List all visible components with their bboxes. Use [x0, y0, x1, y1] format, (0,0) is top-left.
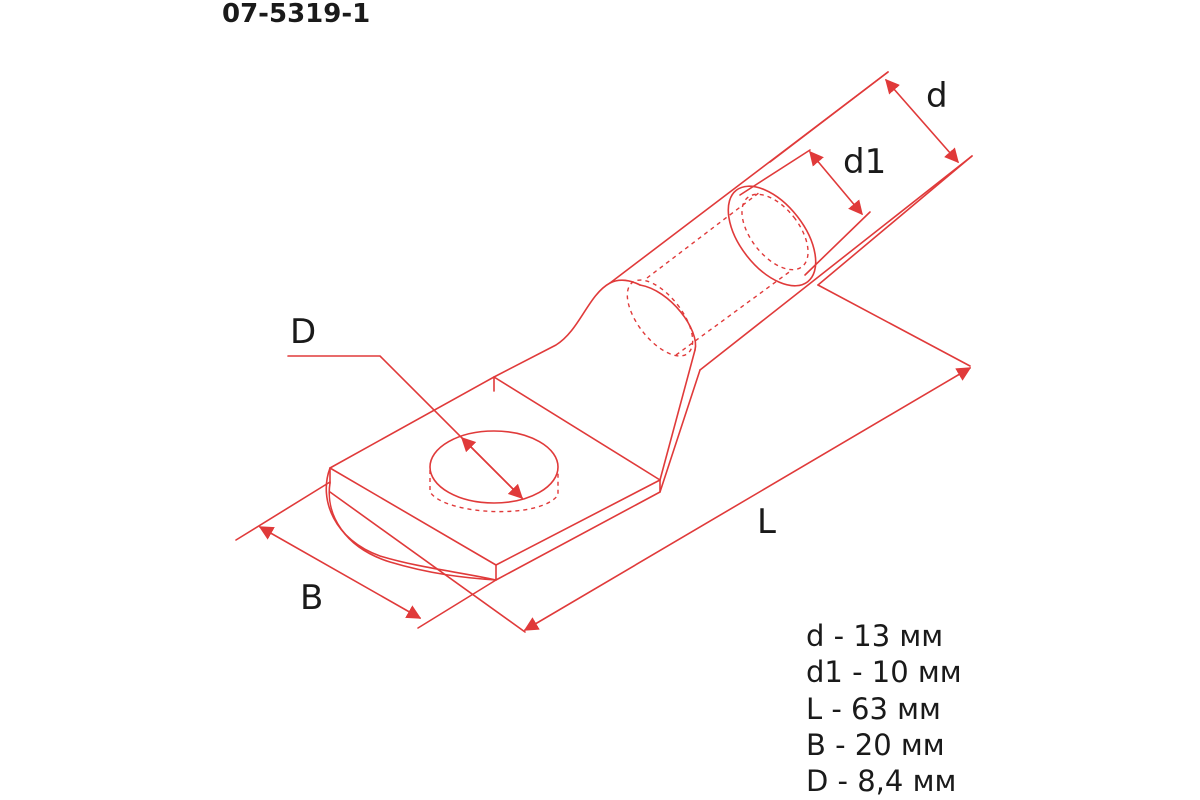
- dim-L-line: [523, 367, 972, 631]
- plate-round-edge-lower: [328, 482, 497, 581]
- label-L: L: [757, 502, 776, 542]
- spec-L: L - 63 мм: [806, 692, 941, 726]
- dimension-lines: [235, 71, 973, 633]
- dim-d-line: [885, 78, 959, 164]
- plate-round-edge: [325, 467, 497, 581]
- mounting-hole: [429, 430, 559, 504]
- article-number: 07-5319-1: [222, 0, 370, 29]
- barrel-bottom-line: [699, 155, 973, 371]
- plate-back-edge: [493, 279, 641, 378]
- spec-B: B - 20 мм: [806, 728, 945, 762]
- label-d: d: [926, 76, 948, 116]
- spec-d1: d1 - 10 мм: [806, 655, 962, 689]
- bore-ring-front: [626, 279, 694, 357]
- label-B: B: [300, 578, 323, 618]
- bore-ring-rear: [741, 193, 809, 271]
- spec-d: d - 13 мм: [806, 619, 943, 653]
- spec-list: d - 13 мм d1 - 10 мм L - 63 мм B - 20 мм…: [806, 619, 962, 798]
- label-d1: d1: [843, 142, 886, 182]
- dim-d1-line: [809, 150, 863, 216]
- spec-D: D - 8,4 мм: [806, 764, 956, 798]
- barrel-end-ring: [727, 185, 817, 287]
- label-D: D: [290, 312, 316, 352]
- bend-front: [659, 349, 696, 481]
- dim-B-line: [258, 526, 422, 619]
